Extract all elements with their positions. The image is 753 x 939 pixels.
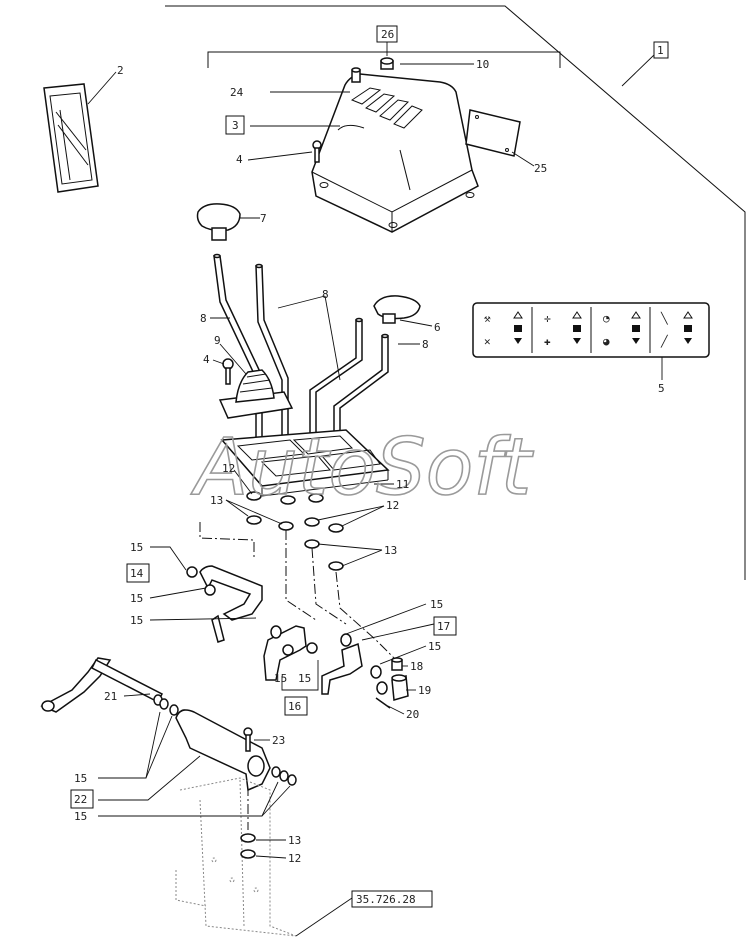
callout-16: 16 [288,700,301,713]
boxed-callouts: 26 1 3 14 17 16 22 35.726.28 [70,25,669,908]
callout-6: 6 [434,321,441,334]
decal-symbol-7: ╲ [660,311,669,325]
callout-12-top: 12 [222,462,235,475]
callout-12-right: 12 [386,499,399,512]
callout-20: 20 [406,708,419,721]
callout-7: 7 [260,212,267,225]
callout-13-top: 13 [210,494,223,507]
callout-3-box [225,115,245,135]
decal-card [43,83,99,193]
callout-1-box [653,41,669,59]
linkage-17 [321,633,388,695]
lever-knobs [196,203,421,324]
callout-14: 14 [130,567,144,580]
symbol-decal-panel: ⚒ ✕ ✛ ✚ ◔ ◕ ╲ ╱ [472,302,710,358]
callout-24: 24 [230,86,244,99]
callout-22: 22 [74,793,87,806]
leader-lines [87,42,663,937]
callout-numbers: 2 10 24 4 25 7 8 8 6 8 9 4 5 12 11 13 12… [74,58,665,865]
decal-symbol-4: ✚ [544,335,551,348]
callout-15-c: 15 [130,614,143,627]
callout-19: 19 [418,684,431,697]
linkage-16 [263,625,318,681]
decal-symbol-6: ◕ [603,335,610,348]
callout-12-bottom: 12 [288,852,301,865]
linkage-14 [186,565,263,643]
callout-15-a: 15 [130,541,143,554]
callout-21: 21 [104,690,117,703]
callout-22-box [70,789,94,809]
callout-3: 3 [232,119,239,132]
decal-symbol-2: ✕ [484,335,491,348]
callout-16-box [284,696,308,716]
callout-15-b: 15 [130,592,143,605]
pivot-hardware [375,657,409,709]
callout-9: 9 [214,334,221,347]
callout-13-bottom: 13 [288,834,301,847]
callout-8-right: 8 [422,338,429,351]
reference-number: 35.726.28 [356,893,416,906]
reference-box [351,890,433,908]
callout-11: 11 [396,478,409,491]
callout-15-d: 15 [430,598,443,611]
callout-10: 10 [476,58,489,71]
callout-26: 26 [381,28,394,41]
decal-symbol-3: ✛ [544,312,551,325]
assembly-boundary [165,5,746,580]
callout-4-top: 4 [236,153,243,166]
decal-arrows [513,311,693,344]
washers [246,491,344,571]
decal-symbol-1: ⚒ [484,312,491,325]
callout-14-box [126,563,150,583]
boot-and-gate [218,358,390,497]
callout-2: 2 [117,64,124,77]
callout-15-e: 15 [428,640,441,653]
bottom-washers [240,833,256,859]
callout-1: 1 [657,44,664,57]
callout-15-h: 15 [74,772,87,785]
callout-5: 5 [658,382,665,395]
decal-symbol-8: ╱ [660,334,669,348]
callout-15-f: 15 [274,672,287,685]
callout-17-box [433,616,457,636]
callout-15-i: 15 [74,810,87,823]
callout-8-left: 8 [200,312,207,325]
base-structure-dotted [175,777,297,937]
callout-15-g: 15 [298,672,311,685]
callout-13-right: 13 [384,544,397,557]
shaft-21 [40,657,164,713]
bracket-22 [159,698,297,792]
callout-4-mid: 4 [203,353,210,366]
callout-18: 18 [410,660,423,673]
cover-hardware [312,57,521,163]
callout-25: 25 [534,162,547,175]
console-cover [311,73,479,233]
callout-26-box [376,25,398,43]
callout-8-center: 8 [322,288,329,301]
watermark-text: AutoSoft [190,423,534,513]
decal-symbol-5: ◔ [603,312,610,325]
callout-17: 17 [437,620,450,633]
callout-23: 23 [272,734,285,747]
